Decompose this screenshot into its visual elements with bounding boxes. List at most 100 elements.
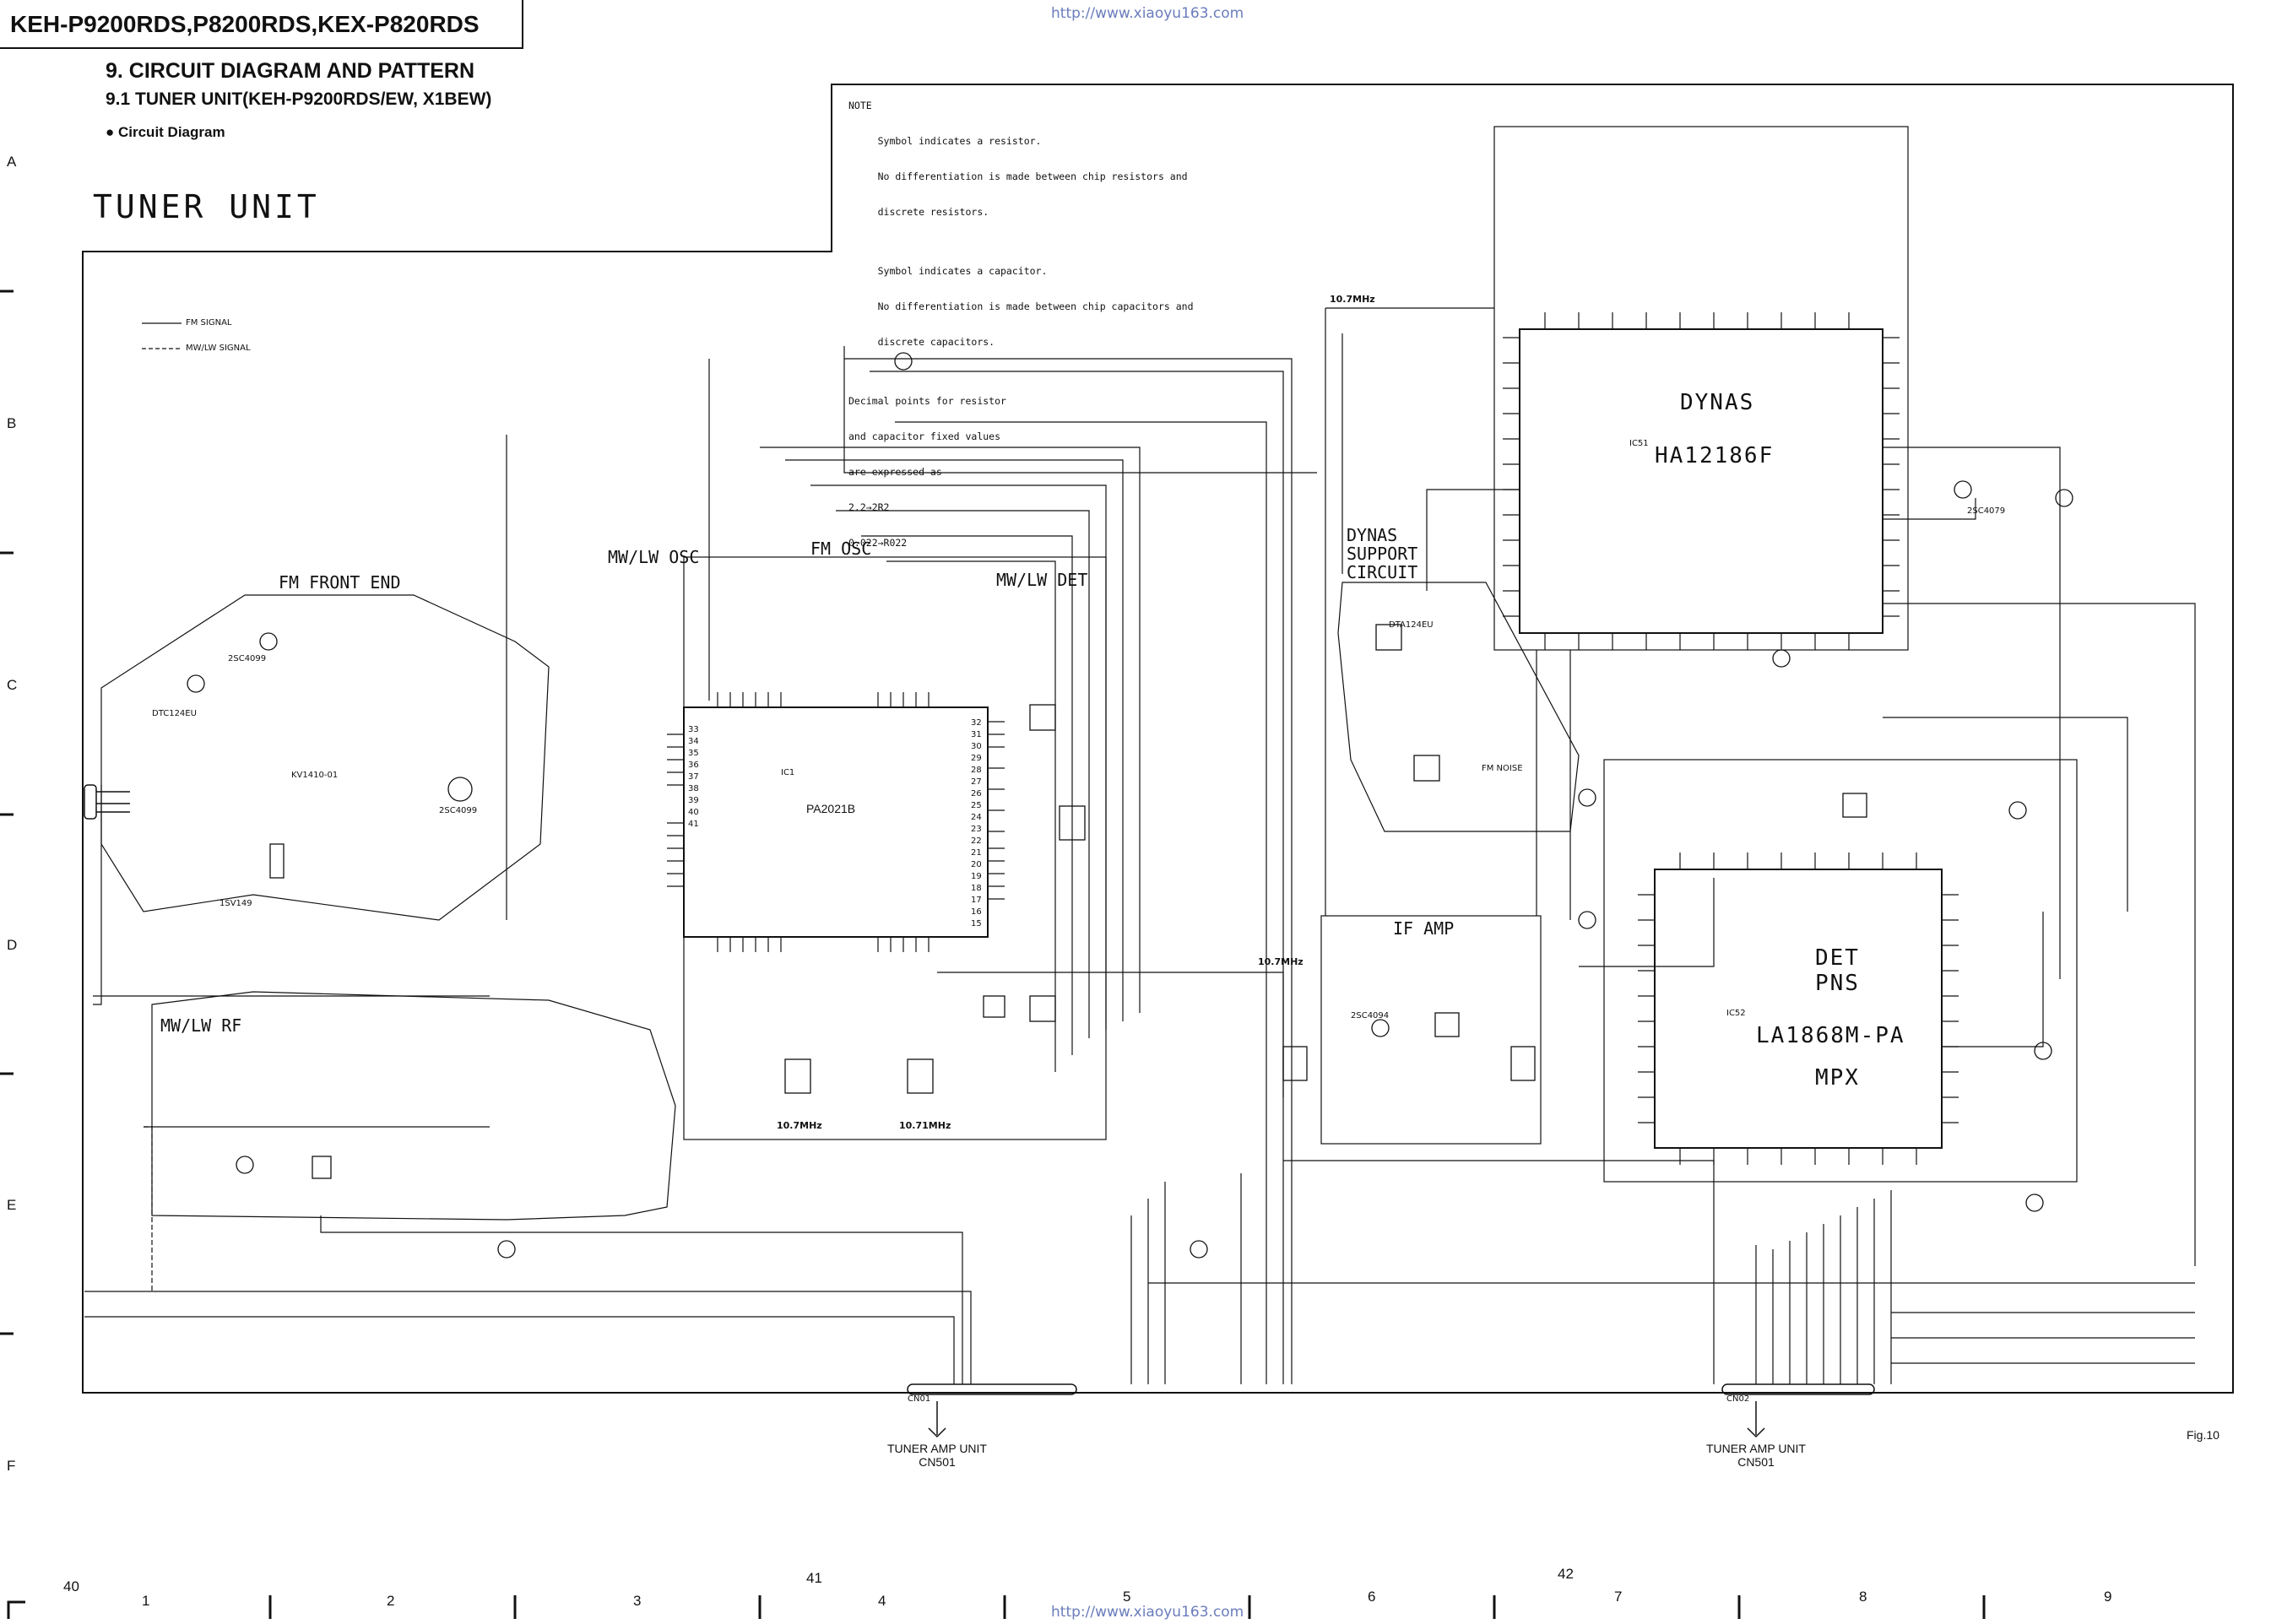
pin-number: 17 bbox=[971, 896, 982, 905]
pin-number: 30 bbox=[971, 742, 982, 751]
component-label: FM NOISE bbox=[1482, 764, 1523, 773]
freq-label: 10.71MHz bbox=[899, 1120, 951, 1131]
coil-filter-symbols bbox=[269, 624, 1867, 1179]
section-title: 9. CIRCUIT DIAGRAM AND PATTERN bbox=[106, 59, 475, 83]
ic51-ref: IC51 bbox=[1629, 439, 1649, 448]
component-label: KV1410-01 bbox=[291, 771, 339, 780]
fm-osc-label: FM OSC bbox=[810, 539, 872, 559]
connector-caption: TUNER AMP UNIT CN501 bbox=[878, 1442, 996, 1469]
note-line: discrete capacitors. bbox=[848, 336, 995, 348]
ic1-left-pins: 33 34 35 36 37 38 39 40 41 bbox=[688, 724, 705, 831]
connector-caption-line: TUNER AMP UNIT bbox=[887, 1442, 987, 1455]
model-codes: KEH-P9200RDS,P8200RDS,KEX-P820RDS bbox=[10, 11, 480, 37]
page-number: 42 bbox=[1558, 1566, 1574, 1582]
col-number: 8 bbox=[1859, 1589, 1867, 1605]
pin-number: 20 bbox=[971, 860, 982, 869]
legend-fm: FM SIGNAL bbox=[186, 318, 232, 328]
col-number: 6 bbox=[1368, 1589, 1376, 1605]
ic52-name-det: DET bbox=[1815, 945, 1860, 971]
note-line: and capacitor fixed values bbox=[848, 430, 1001, 442]
col-number: 7 bbox=[1614, 1589, 1623, 1605]
row-letter: E bbox=[7, 1197, 17, 1213]
ic52-sub: MPX bbox=[1815, 1065, 1860, 1091]
col-number: 9 bbox=[2104, 1589, 2112, 1605]
pin-number: 21 bbox=[971, 848, 982, 858]
dynas-support-line: SUPPORT bbox=[1347, 544, 1418, 564]
page-number: 40 bbox=[63, 1578, 79, 1594]
pin-number: 31 bbox=[971, 730, 982, 739]
ic-pin-stubs bbox=[667, 312, 1959, 1165]
connector-ref: CN02 bbox=[1726, 1394, 1750, 1404]
component-label: 2SC4099 bbox=[439, 806, 478, 815]
fm-front-end-outline bbox=[100, 594, 550, 921]
dynas-support-outline bbox=[1337, 582, 1580, 832]
component-label: 2SC4094 bbox=[1351, 1011, 1390, 1020]
note-line: Decimal points for resistor bbox=[848, 395, 1006, 407]
pin-number: 23 bbox=[971, 825, 982, 834]
col-number: 4 bbox=[878, 1593, 886, 1609]
col-number: 3 bbox=[633, 1593, 642, 1609]
ic52-body bbox=[1654, 869, 1943, 1149]
pin-number: 34 bbox=[688, 737, 699, 746]
pin-number: 15 bbox=[971, 919, 982, 928]
top-url[interactable]: http://www.xiaoyu163.com bbox=[1051, 5, 1244, 22]
pin-number: 32 bbox=[971, 718, 982, 728]
pin-number: 35 bbox=[688, 749, 699, 758]
freq-label: 10.7MHz bbox=[1258, 956, 1304, 967]
connector-caption-line: CN501 bbox=[1737, 1455, 1775, 1469]
ic52-ref: IC52 bbox=[1726, 1009, 1746, 1018]
figure-number: Fig.10 bbox=[2187, 1428, 2220, 1442]
if-amp-outline bbox=[1320, 915, 1542, 1145]
bottom-url[interactable]: http://www.xiaoyu163.com bbox=[1051, 1604, 1244, 1621]
col-number: 2 bbox=[387, 1593, 395, 1609]
connector-ref: CN01 bbox=[908, 1394, 931, 1404]
pin-number: 28 bbox=[971, 766, 982, 775]
model-codes-banner: KEH-P9200RDS,P8200RDS,KEX-P820RDS bbox=[0, 0, 523, 49]
signal-legend bbox=[142, 322, 182, 349]
component-label: 1SV149 bbox=[220, 899, 252, 908]
ic51-part: HA12186F bbox=[1655, 443, 1775, 468]
pin-number: 26 bbox=[971, 789, 982, 798]
row-letter: B bbox=[7, 415, 17, 431]
note-line: No differentiation is made between chip … bbox=[848, 171, 1188, 182]
ic51-name: DYNAS bbox=[1680, 390, 1755, 415]
diagram-label: ● Circuit Diagram bbox=[106, 124, 225, 140]
row-letter: D bbox=[7, 937, 18, 953]
pin-number: 38 bbox=[688, 784, 699, 793]
freq-label: 10.7MHz bbox=[1330, 294, 1375, 305]
connector-caption-line: TUNER AMP UNIT bbox=[1706, 1442, 1806, 1455]
antenna-jack bbox=[84, 784, 130, 820]
note-line: Symbol indicates a capacitor. bbox=[848, 265, 1048, 277]
note-line: discrete resistors. bbox=[848, 206, 989, 218]
note-line: NOTE bbox=[848, 100, 872, 111]
freq-label: 10.7MHz bbox=[777, 1120, 822, 1131]
note-line: No differentiation is made between chip … bbox=[848, 300, 1194, 312]
component-label: 2SC4079 bbox=[1967, 506, 2006, 516]
row-letter: C bbox=[7, 677, 18, 693]
ic52-name-pns: PNS bbox=[1815, 971, 1860, 996]
transistor-symbols bbox=[187, 352, 2073, 1259]
connector-caption-line: CN501 bbox=[919, 1455, 956, 1469]
note-block: NOTE Symbol indicates a resistor. No dif… bbox=[848, 76, 1194, 560]
mwlw-osc-label: MW/LW OSC bbox=[608, 547, 700, 567]
component-label: DTA124EU bbox=[1389, 620, 1434, 630]
mwlw-rf-label: MW/LW RF bbox=[160, 1015, 242, 1036]
fm-front-end-label: FM FRONT END bbox=[279, 572, 401, 593]
col-number: 1 bbox=[142, 1593, 150, 1609]
note-line: Symbol indicates a resistor. bbox=[848, 135, 1042, 147]
component-label: 2SC4099 bbox=[228, 654, 267, 663]
pin-number: 24 bbox=[971, 813, 982, 822]
pin-number: 19 bbox=[971, 872, 982, 881]
pin-number: 29 bbox=[971, 754, 982, 763]
pin-number: 41 bbox=[688, 820, 699, 829]
ic1-right-pins: 32 31 30 29 28 27 26 25 24 23 22 21 20 1… bbox=[971, 717, 988, 930]
legend-mwlw: MW/LW SIGNAL bbox=[186, 344, 251, 353]
ic1-part: PA2021B bbox=[806, 802, 856, 815]
component-label: DTC124EU bbox=[152, 709, 197, 718]
pin-number: 36 bbox=[688, 761, 699, 770]
pin-number: 25 bbox=[971, 801, 982, 810]
mwlw-det-label: MW/LW DET bbox=[996, 570, 1088, 590]
pin-number: 22 bbox=[971, 836, 982, 846]
ic51-region bbox=[1493, 126, 1909, 651]
